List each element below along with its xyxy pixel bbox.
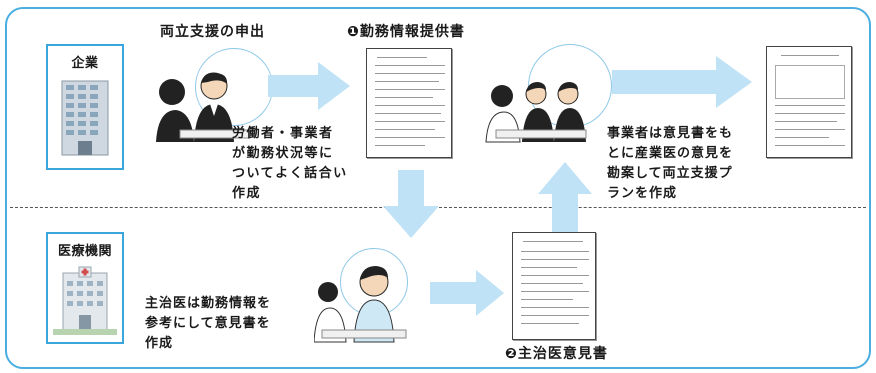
talk-description: 労働者・事業者 が勤務状況等に ついてよく話合い 作成 — [232, 124, 348, 204]
office-building-icon — [61, 80, 109, 156]
arrow-right-1 — [268, 62, 350, 110]
plan-description: 事業者は意見書をも とに産業医の意見を 勘案して両立支援プ ランを作成 — [607, 124, 733, 204]
talk-line-1: 労働者・事業者 — [232, 126, 334, 141]
talk-line-3: ついてよく話合い — [232, 166, 348, 181]
arrow-right-4 — [430, 270, 504, 316]
worker-employer-talk-illustration — [156, 72, 251, 142]
doctor-line-2: 参考にして意見書を — [145, 316, 271, 331]
company-meeting-illustration — [485, 82, 587, 143]
hospital-icon — [53, 266, 117, 335]
step-request-label: 両立支援の申出 — [160, 24, 265, 40]
medical-label: 医療機関 — [57, 244, 112, 259]
plan-line-2: とに産業医の意見を — [607, 146, 734, 161]
talk-line-4: 作成 — [232, 186, 262, 201]
doctor-line-3: 作成 — [145, 336, 174, 351]
company-label: 企業 — [71, 56, 99, 71]
doctor-description: 主治医は勤務情報を 参考にして意見書を 作成 — [145, 294, 271, 354]
doc1-title: ❶勤務情報提供書 — [347, 24, 465, 40]
doctor-opinion-document — [512, 232, 596, 340]
doctor-illustration — [314, 266, 407, 343]
support-plan-document — [766, 46, 852, 158]
arrow-right-3 — [612, 56, 752, 108]
plan-line-4: ランを作成 — [607, 186, 678, 201]
company-box: 企業 — [46, 44, 124, 170]
doc2-title: ❷主治医意見書 — [505, 346, 608, 362]
arrow-down — [383, 170, 439, 238]
arrow-up — [538, 162, 592, 232]
section-divider — [10, 207, 866, 208]
plan-line-3: 勘案して両立支援プ — [607, 166, 733, 181]
plan-line-1: 事業者は意見書をも — [607, 126, 734, 141]
talk-line-2: が勤務状況等に — [232, 146, 334, 161]
work-info-document — [366, 48, 452, 158]
medical-box: 医療機関 — [46, 232, 124, 344]
doctor-line-1: 主治医は勤務情報を — [145, 296, 272, 311]
